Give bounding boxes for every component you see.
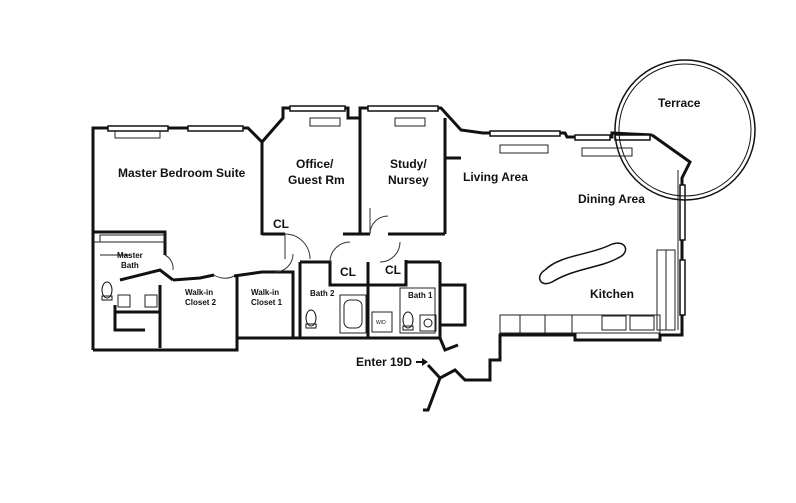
room-label-master-bedroom: Master Bedroom Suite xyxy=(118,166,246,180)
room-label-dining: Dining Area xyxy=(578,192,645,206)
room-label-bath2: Bath 2 xyxy=(310,289,335,298)
arrow-right-icon xyxy=(416,358,428,366)
room-label-walkin2-line2: Closet 2 xyxy=(185,298,217,307)
terrace-outline xyxy=(614,59,756,201)
room-label-closet-bath2: CL xyxy=(340,265,356,279)
terrace-inner-outline xyxy=(618,63,752,197)
room-label-walkin1-line2: Closet 1 xyxy=(251,298,283,307)
room-label-kitchen: Kitchen xyxy=(590,287,634,301)
partitions xyxy=(93,117,679,334)
room-label-office-line1: Office/ xyxy=(296,157,334,171)
windows xyxy=(107,105,686,316)
room-label-master-bath-line1: Master xyxy=(117,251,143,260)
toilets xyxy=(101,281,433,331)
entrance-label: Enter 19D xyxy=(356,355,412,369)
room-label-walkin1-line1: Walk-in xyxy=(251,288,279,297)
room-label-master-bath-line2: Bath xyxy=(121,261,139,270)
room-label-closet-bath1: CL xyxy=(385,263,401,277)
room-label-walkin2-line1: Walk-in xyxy=(185,288,213,297)
room-label-bath1: Bath 1 xyxy=(408,291,433,300)
door-swings xyxy=(164,208,401,279)
room-label-washer-dryer: W/D xyxy=(376,320,386,326)
kitchen-island xyxy=(538,242,627,285)
room-label-study-line1: Study/ xyxy=(390,157,427,171)
room-label-office-line2: Guest Rm xyxy=(288,173,345,187)
room-label-terrace: Terrace xyxy=(658,96,701,110)
room-label-living: Living Area xyxy=(463,170,528,184)
room-label-closet-office: CL xyxy=(273,217,289,231)
room-label-study-line2: Nursey xyxy=(388,173,429,187)
